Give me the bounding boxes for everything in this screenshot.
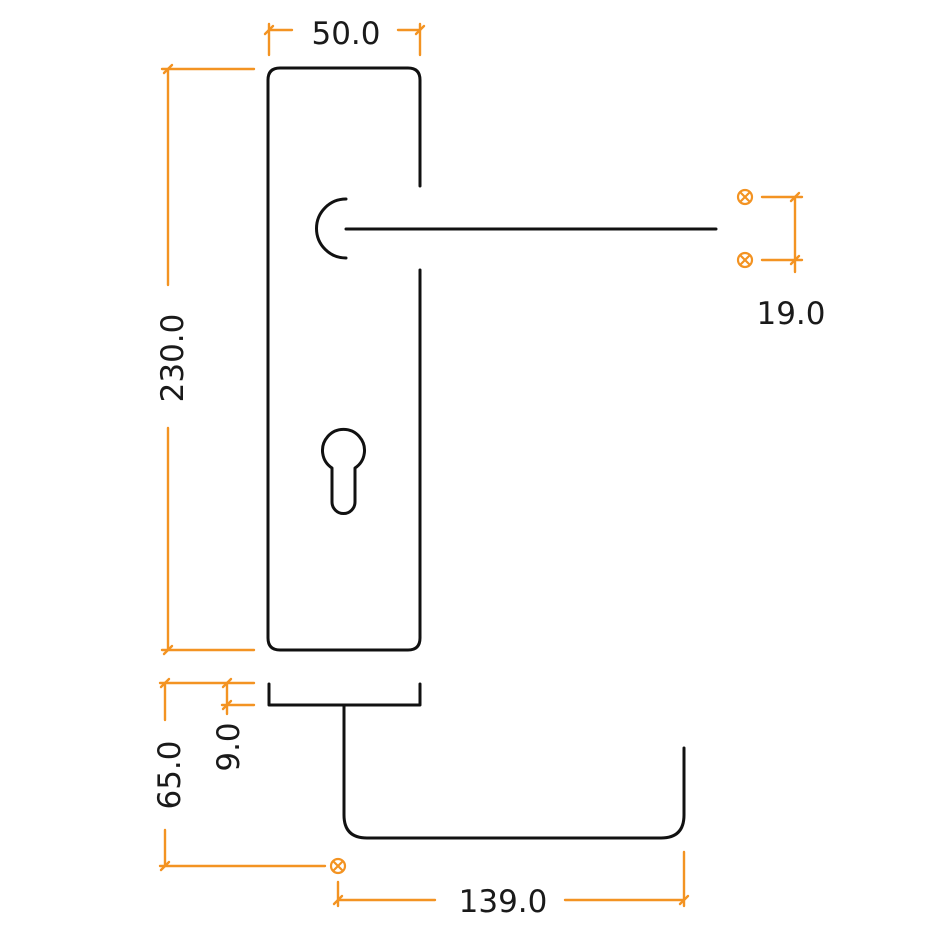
projection-label: 65.0 xyxy=(152,740,188,809)
lever-rose xyxy=(315,197,348,260)
dimension-plate-height: 230.0 xyxy=(155,63,256,656)
dimension-lever-length: 139.0 xyxy=(332,850,690,920)
front-elevation xyxy=(266,66,718,652)
datum-marker-icon xyxy=(736,188,754,206)
datum-marker-icon xyxy=(329,857,347,875)
plan-view xyxy=(267,682,686,840)
backplate-outline xyxy=(266,66,422,652)
dimension-projection: 65.0 xyxy=(152,677,347,875)
backplate-edge xyxy=(267,682,422,707)
fixing-centres-label: 19.0 xyxy=(756,296,825,332)
plate-width-label: 50.0 xyxy=(311,16,380,52)
plate-thickness-label: 9.0 xyxy=(211,722,247,771)
dimension-plate-thickness: 9.0 xyxy=(211,677,256,772)
euro-profile-keyhole xyxy=(321,428,366,515)
plate-height-label: 230.0 xyxy=(155,314,191,403)
datum-marker-icon xyxy=(736,251,754,269)
dimension-plate-width: 50.0 xyxy=(263,16,426,57)
lever-length-label: 139.0 xyxy=(459,884,548,920)
lever-return xyxy=(342,703,686,840)
dimension-fixing-centres: 19.0 xyxy=(736,188,826,332)
